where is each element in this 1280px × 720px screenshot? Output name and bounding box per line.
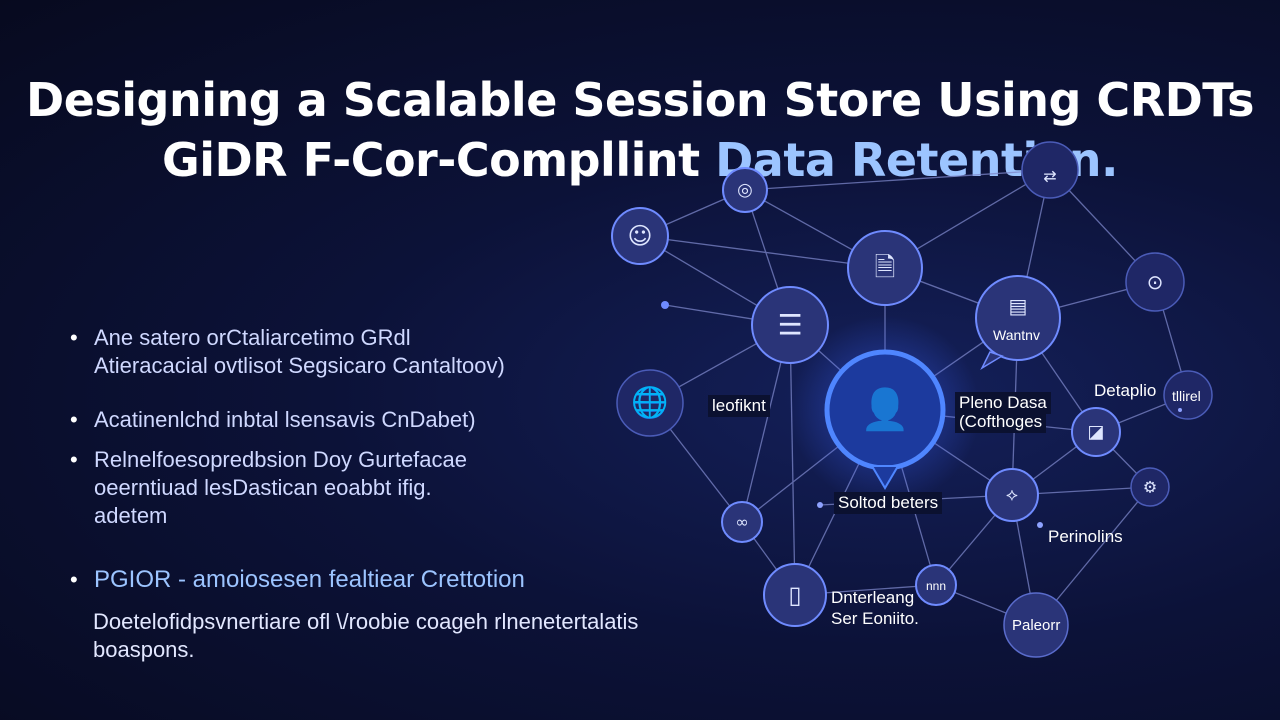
node-far-right bbox=[1163, 370, 1213, 420]
svg-text:⟡: ⟡ bbox=[1006, 485, 1018, 506]
bullet-1-line-1: Ane satero orCtaliarcetimo GRdl bbox=[94, 325, 411, 350]
label-right-top: Detaplio bbox=[1094, 381, 1157, 400]
paragraph-line-2: boaspons. bbox=[93, 637, 195, 662]
node-gear: ⚙ bbox=[1130, 467, 1170, 507]
title-line-1: Designing a Scalable Session Store Using… bbox=[26, 73, 1254, 127]
title-line-2-prefix: GiDR F-Cor-Compllint bbox=[161, 133, 716, 187]
svg-text:🗎: 🗎 bbox=[875, 253, 896, 283]
svg-text:∞: ∞ bbox=[735, 513, 748, 532]
svg-text:👤: 👤 bbox=[860, 386, 910, 433]
svg-text:🌐: 🌐 bbox=[631, 385, 668, 421]
bullet-dot: • bbox=[70, 567, 78, 592]
label-node-manifest: Wantnv bbox=[993, 327, 1040, 343]
bullet-dot: • bbox=[70, 325, 78, 350]
node-people: ☺ bbox=[611, 207, 669, 265]
node-bottom-right bbox=[1003, 592, 1069, 658]
label-bottom-mid-1: Dnterleang bbox=[831, 588, 915, 607]
bullet-3-line-1: Relnelfoesopredbsion Doy Gurtefacae bbox=[94, 447, 468, 472]
label-left-center: leofiknt bbox=[708, 395, 770, 417]
label-right-center-1: Pleno Dasa bbox=[955, 392, 1051, 414]
node-link: ∞ bbox=[721, 501, 763, 543]
node-center-hub: 👤 bbox=[824, 349, 946, 490]
paragraph-line-1: Doetelofidpsvnertiare ofl \/roobie coage… bbox=[93, 609, 639, 634]
label-right-center-2: (Cofthoges bbox=[955, 411, 1047, 433]
bullet-3-line-3: adetem bbox=[94, 503, 168, 528]
node-globe: 🌐 bbox=[616, 369, 684, 437]
node-chart: ◪ bbox=[1071, 407, 1121, 457]
node-eye: ⊙ bbox=[1125, 252, 1185, 312]
svg-text:◎: ◎ bbox=[737, 180, 753, 201]
bullet-3-line-2: oeerntiuad lesDastican eoabbt ifig. bbox=[94, 475, 432, 500]
label-bottom-right: Perinolins bbox=[1048, 527, 1123, 546]
node-settings: ◎ bbox=[722, 167, 768, 213]
label-node-far-right: tllirel bbox=[1172, 388, 1201, 404]
node-dot bbox=[817, 502, 823, 508]
svg-text:◪: ◪ bbox=[1087, 422, 1104, 443]
label-node-small: nnn bbox=[926, 579, 947, 593]
node-small bbox=[915, 564, 957, 606]
svg-text:⊙: ⊙ bbox=[1147, 270, 1164, 294]
node-dot bbox=[1178, 408, 1182, 412]
node-manifest: ▤ bbox=[975, 275, 1061, 370]
node-connect: ⟡ bbox=[985, 468, 1039, 522]
svg-text:▤: ▤ bbox=[1009, 294, 1028, 318]
node-document-lock: 🗎 bbox=[847, 230, 923, 306]
svg-text:☺: ☺ bbox=[627, 222, 652, 250]
summary-paragraph: Doetelofidpsvnertiare ofl \/roobie coage… bbox=[93, 608, 638, 664]
node-dot bbox=[1037, 522, 1043, 528]
bullet-2-line-1: Acatinenlchd inbtal lsensavis CnDabet) bbox=[94, 407, 476, 432]
svg-text:⇄: ⇄ bbox=[1043, 167, 1056, 186]
bullet-4-line-1: PGIOR - amoiosesen fealtiear Crettotion bbox=[94, 566, 525, 593]
svg-text:▯: ▯ bbox=[788, 581, 801, 609]
bullet-dot: • bbox=[70, 407, 78, 432]
svg-text:☰: ☰ bbox=[777, 309, 802, 342]
node-dot bbox=[661, 301, 669, 309]
label-bottom-mid-2: Ser Eoniito. bbox=[831, 609, 919, 628]
bullet-1-line-2: Atieracacial ovtlisot Segsicaro Cantalto… bbox=[94, 353, 505, 378]
slide-title: Designing a Scalable Session Store Using… bbox=[0, 70, 1280, 190]
node-list-document: ☰ bbox=[751, 286, 829, 364]
node-top-right: ⇄ bbox=[1021, 141, 1079, 199]
label-bottom-center: Soltod beters bbox=[834, 492, 943, 514]
bullet-dot: • bbox=[70, 447, 78, 472]
node-file: ▯ bbox=[763, 563, 827, 627]
svg-text:⚙: ⚙ bbox=[1143, 478, 1157, 497]
label-node-bottom-right: Paleorr bbox=[1012, 617, 1061, 634]
